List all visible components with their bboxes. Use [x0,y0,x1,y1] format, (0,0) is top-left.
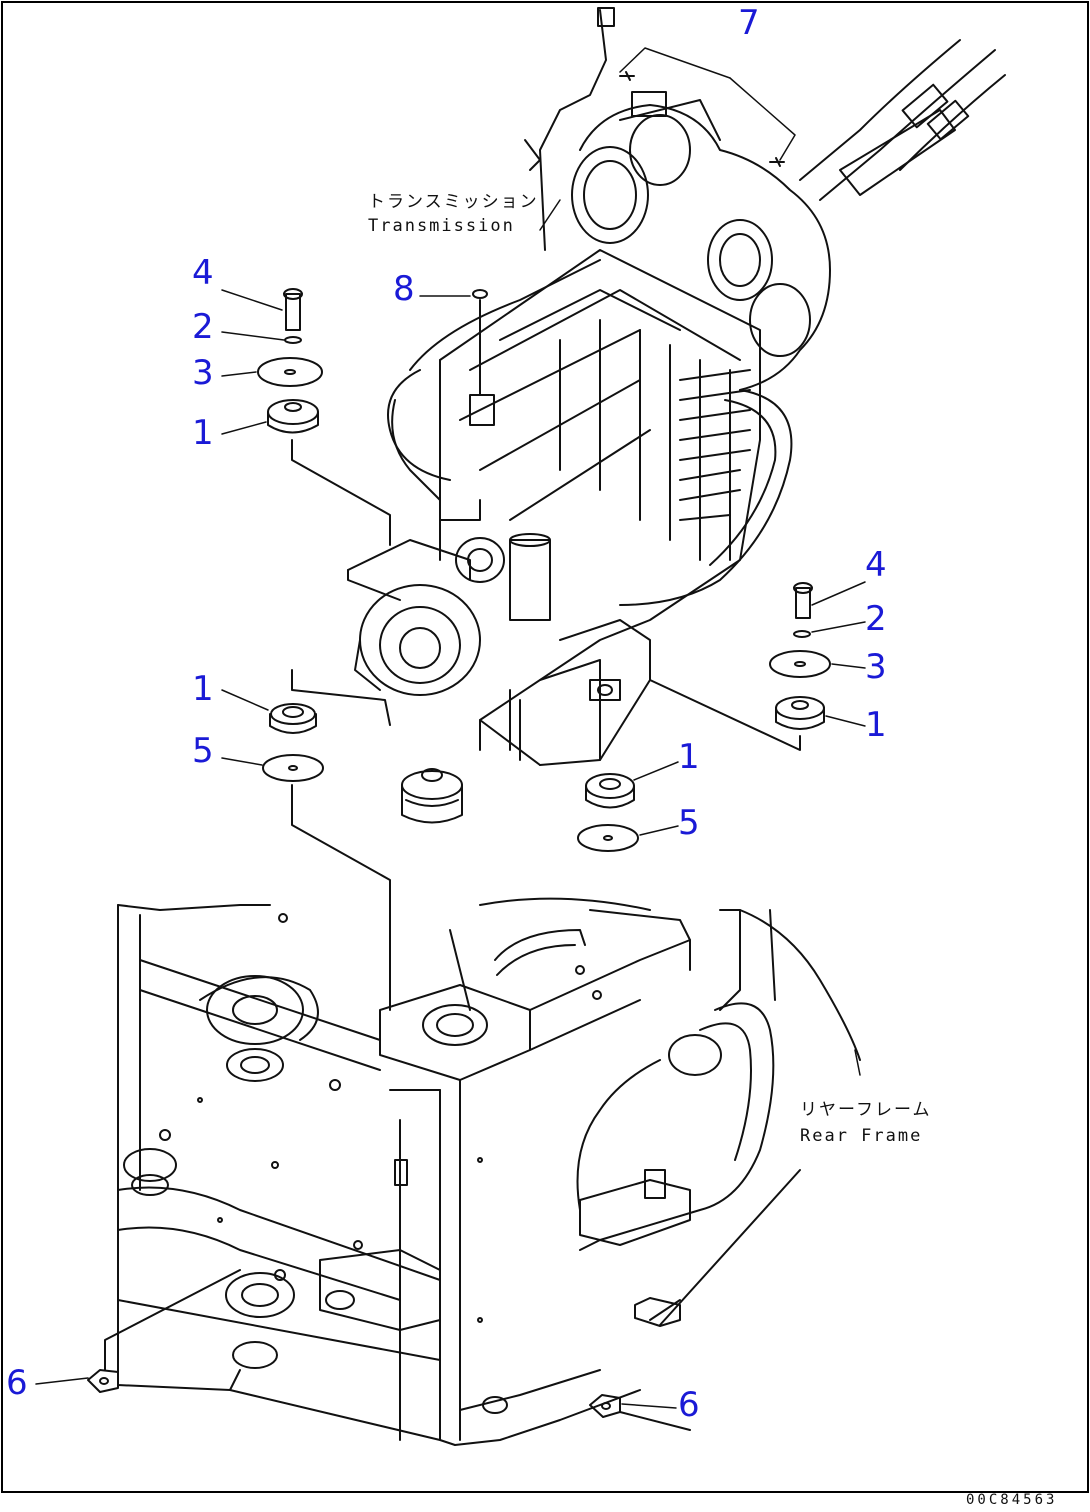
callout-5-left: 5 [192,731,214,771]
callout-8: 8 [393,269,415,309]
callout-1-center: 1 [678,737,700,777]
drawing-id: 00C84563 [966,1492,1058,1508]
callout-6-left: 6 [6,1363,28,1403]
callout-3-right: 3 [865,647,887,687]
callout-1-right: 1 [865,705,887,745]
rear-frame [117,897,861,1446]
callout-1-left-mid: 1 [192,669,214,709]
callout-1-left-top: 1 [192,413,214,453]
transmission-label-jp: トランスミッション [368,192,539,212]
mount-parts [87,71,831,1431]
callout-2-left: 2 [192,307,214,347]
callout-7: 7 [738,3,760,43]
rear-frame-label-en: Rear Frame [800,1126,923,1146]
leader-lines [35,47,866,1409]
callout-6-center: 6 [678,1385,700,1425]
callout-3-left: 3 [192,353,214,393]
transmission-assembly [347,7,1006,766]
callout-4-left: 4 [192,253,214,293]
callout-4-right: 4 [865,545,887,585]
transmission-label-en: Transmission [368,216,515,236]
callout-5-center: 5 [678,803,700,843]
callout-2-right: 2 [865,599,887,639]
rear-frame-label-jp: リヤーフレーム [800,1100,932,1120]
